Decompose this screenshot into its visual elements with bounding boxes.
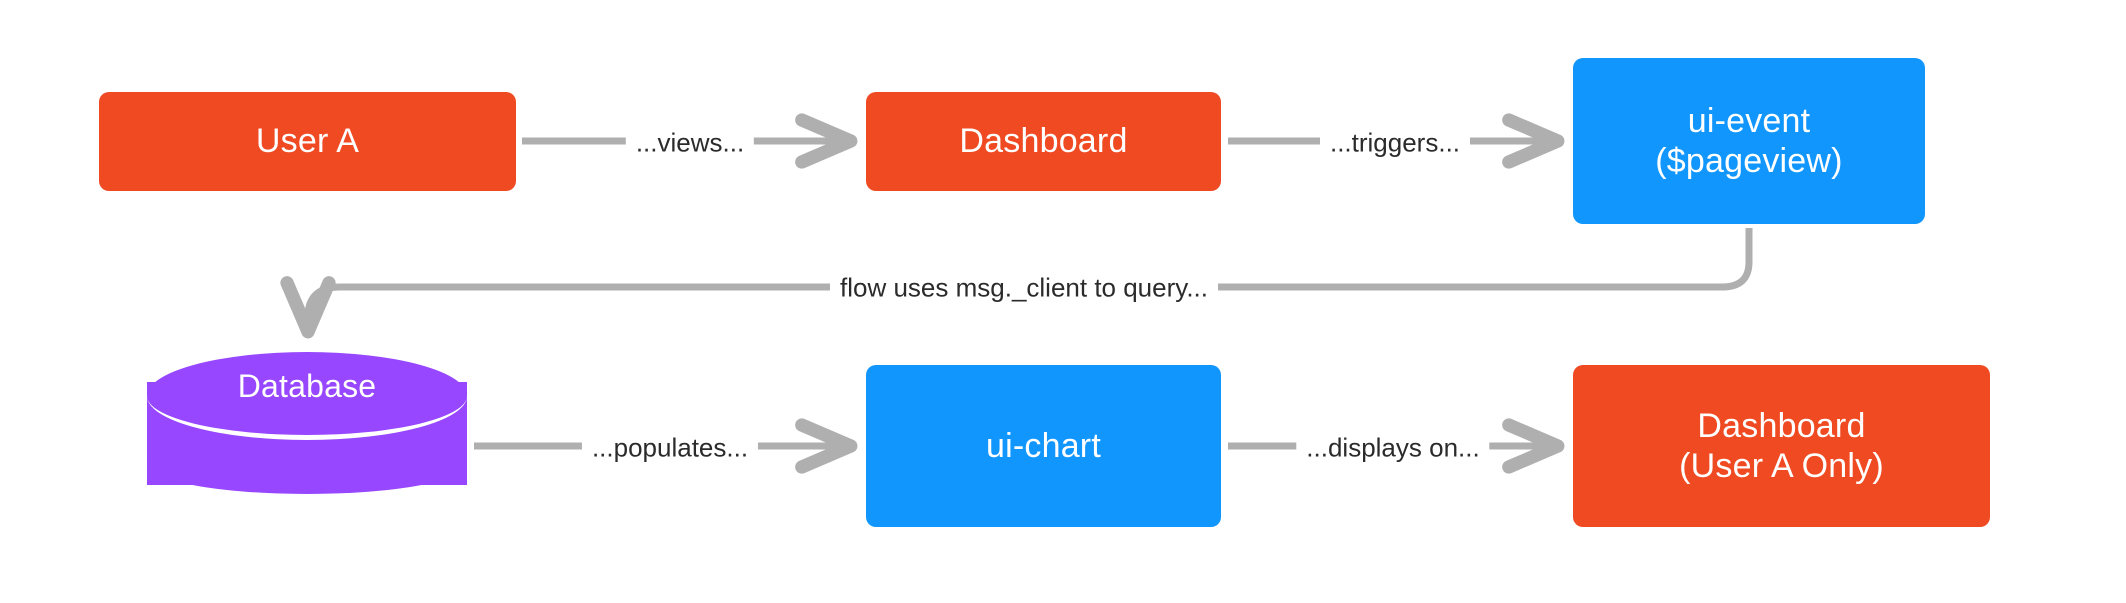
node-dashboard-top[interactable]: Dashboard [866, 92, 1221, 191]
edge-label-flow-query: flow uses msg._client to query... [829, 272, 1219, 304]
node-database[interactable]: Database [147, 352, 467, 515]
cylinder-top [147, 352, 467, 440]
node-dashboard-bottom-label: Dashboard [1697, 406, 1866, 445]
edge-label-populates: ...populates... [581, 432, 759, 464]
node-dashboard-bottom[interactable]: Dashboard (User A Only) [1573, 365, 1990, 527]
node-dashboard-bottom-sublabel: (User A Only) [1679, 447, 1884, 485]
node-ui-chart-label: ui-chart [986, 426, 1101, 465]
node-dashboard-top-label: Dashboard [959, 122, 1128, 161]
node-database-label: Database [237, 368, 377, 404]
cylinder-bottom [147, 434, 467, 494]
node-ui-event-sublabel: ($pageview) [1655, 142, 1843, 180]
node-ui-chart[interactable]: ui-chart [866, 365, 1221, 527]
node-ui-event-label: ui-event [1687, 101, 1811, 140]
edge-label-views: ...views... [625, 127, 755, 159]
node-user-a-label: User A [255, 122, 360, 161]
edge-label-displays-on: ...displays on... [1296, 432, 1490, 464]
node-ui-event[interactable]: ui-event ($pageview) [1573, 58, 1925, 224]
node-user-a[interactable]: User A [99, 92, 516, 191]
edge-label-triggers: ...triggers... [1319, 127, 1471, 159]
